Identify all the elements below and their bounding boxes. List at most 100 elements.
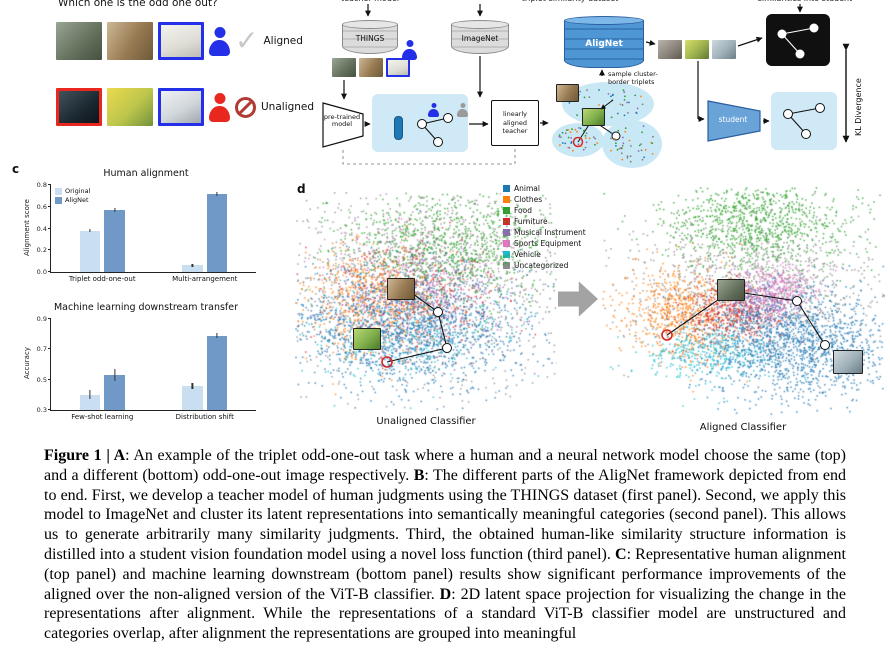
- photo-anteater: [332, 58, 356, 77]
- y-tick-label: 0.6: [36, 202, 47, 211]
- legend-label: Animal: [514, 184, 540, 193]
- error-bar: [216, 191, 218, 196]
- y-tick-mark: [48, 249, 51, 251]
- unaligned-label: Unaligned: [261, 101, 315, 113]
- y-axis-label: Alignment score: [23, 199, 31, 256]
- human-icon: [209, 26, 230, 56]
- pretrained-model-label: pre-trained model: [323, 113, 361, 129]
- legend-swatch: [55, 196, 62, 204]
- caption-text-run: : 2D latent space projection for visuali…: [44, 585, 847, 643]
- photo-annotation-bird: [833, 350, 863, 374]
- caption-text-run: : Representative human alignment (top pa…: [44, 545, 846, 603]
- alignet-label: AligNet: [585, 39, 623, 50]
- photo-cluster-sample-2: [582, 108, 605, 126]
- caption-bold-run: D: [439, 585, 452, 603]
- student-similarity-box: [771, 92, 837, 150]
- y-tick-mark: [48, 227, 51, 229]
- triplet-graph: [417, 113, 453, 147]
- student-model-shape: [707, 100, 761, 142]
- flow-arrows: [341, 4, 850, 165]
- step1-caption: teacher model: [341, 0, 399, 3]
- bar-alignet: [104, 375, 125, 410]
- prohibited-icon: [235, 96, 256, 118]
- y-axis-label: Accuracy: [23, 347, 31, 380]
- things-database: THINGS: [342, 20, 398, 54]
- error-bar: [89, 229, 91, 233]
- error-bar: [191, 382, 194, 389]
- caption-text-run: : An example of the triplet odd-one-out …: [44, 447, 846, 484]
- error-bar: [89, 390, 91, 400]
- y-tick-label: 0.4: [36, 224, 47, 233]
- human-icon-small: [428, 103, 440, 117]
- step3-caption: similarities into student: [758, 0, 852, 3]
- y-tick-mark: [48, 271, 51, 272]
- y-tick-label: 0.2: [36, 246, 47, 255]
- bar-original: [79, 394, 101, 410]
- legend-swatch: [503, 185, 510, 192]
- y-tick-label: 0.7: [36, 345, 47, 354]
- y-tick-mark: [48, 318, 51, 319]
- things-label: THINGS: [355, 34, 385, 44]
- photo-elephant: [658, 40, 682, 59]
- caption-bold-run: Figure 1 | A: [44, 447, 126, 464]
- legend-swatch: [55, 187, 62, 195]
- caption-bold-run: C: [615, 545, 627, 563]
- photo-flower: [107, 88, 153, 126]
- bar-alignet: [206, 193, 228, 272]
- error-bar: [113, 369, 116, 382]
- model-icon-small: [457, 103, 469, 117]
- error-bar: [113, 207, 116, 213]
- y-tick-label: 0.9: [36, 315, 47, 323]
- sample-triplets-label: sample cluster-border triplets: [608, 70, 658, 87]
- alignet-database: AligNet: [564, 16, 644, 68]
- photo-horses: [359, 58, 383, 77]
- imagenet-database: ImageNet: [451, 20, 509, 54]
- legend-item: Animal: [503, 184, 586, 193]
- photo-chair-odd-one-out: [158, 22, 204, 60]
- bar-original: [182, 385, 203, 410]
- legend-label: AligNet: [65, 196, 89, 204]
- y-tick-label: 0.3: [36, 406, 47, 414]
- photo-chair-selected: [386, 58, 410, 77]
- photo-horses: [107, 22, 153, 60]
- bar-original: [79, 230, 101, 272]
- aligned-label: Aligned: [263, 35, 303, 47]
- chart-title: Machine learning downstream transfer: [53, 302, 239, 313]
- bar-original: [182, 265, 203, 272]
- photo-annotation-grass: [353, 328, 381, 350]
- photo-annotation-animal: [387, 278, 415, 300]
- panel-b: teacher model triplet-similarity dataset…: [308, 0, 890, 180]
- student-triplet-graph: [783, 103, 825, 139]
- y-tick-mark: [48, 409, 51, 410]
- aligned-scatter-canvas: [601, 187, 885, 417]
- photo-truck-human-choice: [158, 88, 204, 126]
- error-bar: [216, 333, 218, 338]
- photo-beetle: [685, 40, 709, 59]
- caption-bold-run: B: [413, 466, 425, 484]
- panel-c-letter: c: [12, 162, 20, 176]
- photo-annotation-animal-2: [717, 279, 745, 301]
- legend-item: Original: [55, 187, 90, 195]
- unaligned-plot-label: Unaligned Classifier: [376, 416, 476, 427]
- x-tick-label: Multi-arrangement: [172, 275, 238, 283]
- y-tick-label: 0.8: [36, 181, 47, 189]
- bar-alignet: [206, 335, 228, 410]
- model-icon: [209, 92, 230, 122]
- y-tick-label: 0.0: [36, 268, 47, 276]
- y-tick-mark: [48, 205, 51, 207]
- x-tick-label: Distribution shift: [175, 413, 234, 421]
- caption-text-run: : The different parts of the AligNet fra…: [44, 466, 847, 563]
- imagenet-label: ImageNet: [461, 34, 499, 44]
- model-embedding-bar: [394, 116, 403, 140]
- y-tick-label: 0.5: [36, 375, 47, 384]
- check-icon: ✓: [235, 24, 259, 57]
